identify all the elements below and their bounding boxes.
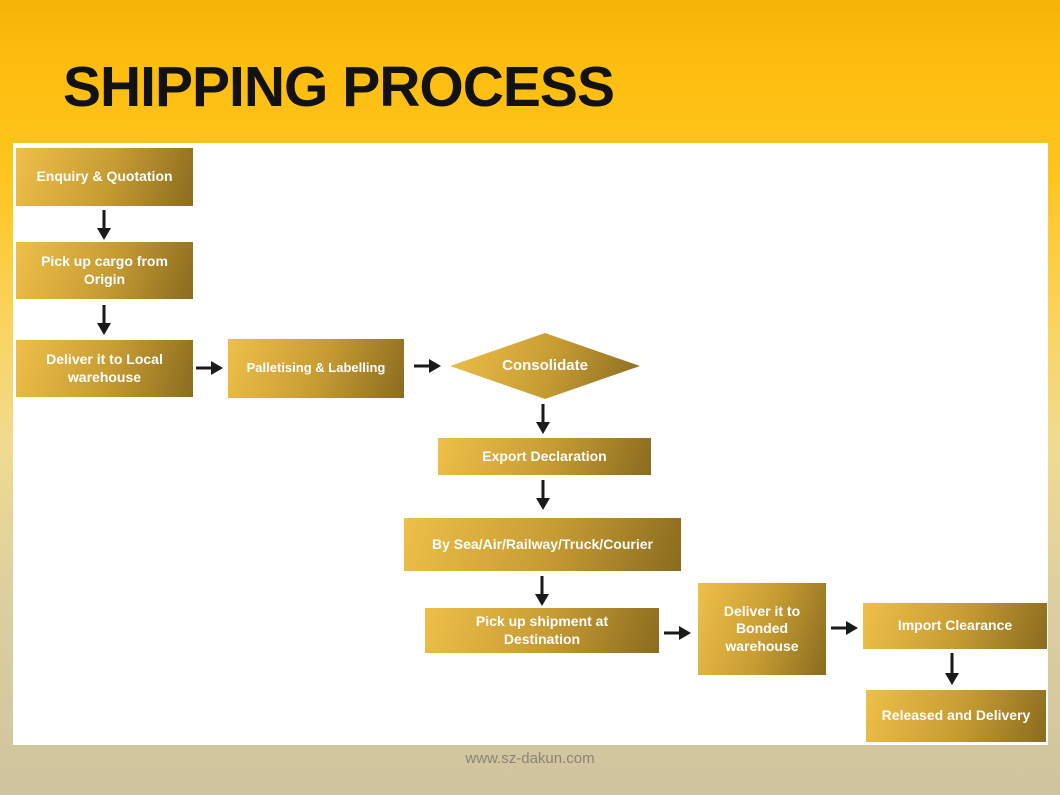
node-pickup-shipment-destination: Pick up shipment at Destination xyxy=(425,608,659,653)
arrow-down-icon xyxy=(97,210,111,240)
footer-website-url: www.sz-dakun.com xyxy=(465,750,595,767)
node-deliver-local-warehouse: Deliver it to Local warehouse xyxy=(16,340,193,397)
page-title: SHIPPING PROCESS xyxy=(63,55,615,119)
node-deliver-bonded-warehouse: Deliver it to Bonded warehouse xyxy=(698,583,826,675)
arrow-down-icon xyxy=(97,305,111,335)
node-enquiry-quotation: Enquiry & Quotation xyxy=(16,148,193,206)
arrow-right-icon xyxy=(831,621,858,635)
node-pickup-cargo-origin: Pick up cargo from Origin xyxy=(16,242,193,299)
node-import-clearance: Import Clearance xyxy=(863,603,1047,649)
arrow-right-icon xyxy=(414,359,441,373)
arrow-down-icon xyxy=(945,653,959,685)
node-released-delivery: Released and Delivery xyxy=(866,690,1046,742)
node-transport-mode: By Sea/Air/Railway/Truck/Courier xyxy=(404,518,681,571)
node-export-declaration: Export Declaration xyxy=(438,438,651,475)
arrow-down-icon xyxy=(536,404,550,434)
node-palletising-labelling: Palletising & Labelling xyxy=(228,339,404,398)
arrow-right-icon xyxy=(664,626,691,640)
arrow-right-icon xyxy=(196,361,223,375)
arrow-down-icon xyxy=(536,480,550,510)
arrow-down-icon xyxy=(535,576,549,606)
